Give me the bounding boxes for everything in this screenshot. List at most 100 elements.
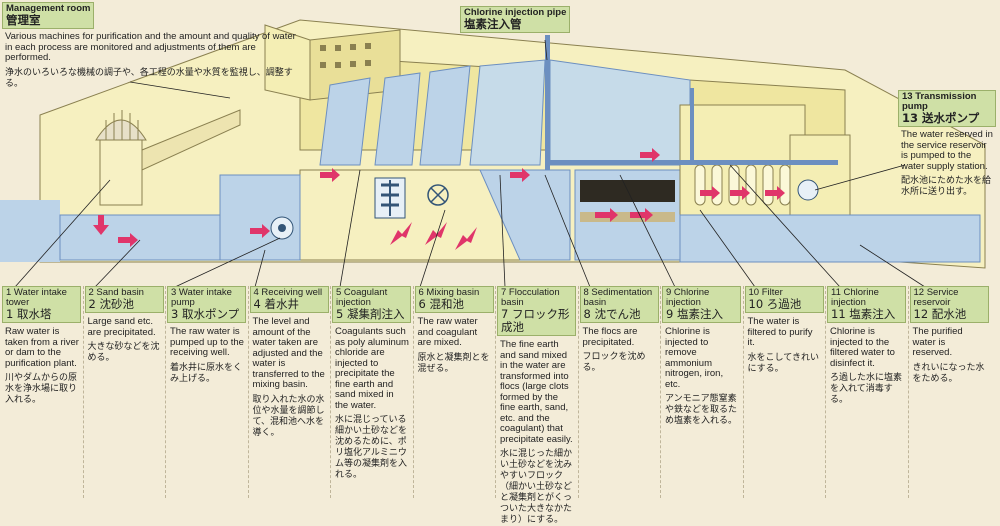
- basin-strip: [319, 77, 371, 166]
- step-desc-en: The flocs are precipitated.: [582, 326, 638, 348]
- basin-strip: [469, 59, 546, 166]
- step-title-jp: 4 着水井: [253, 297, 299, 311]
- transmission-title-en: 13 Transmission pump: [902, 91, 977, 112]
- step-title-en: 2 Sand basin: [88, 287, 144, 298]
- plant-illustration: [0, 19, 986, 288]
- management-title-jp: 管理室: [6, 13, 41, 27]
- step-desc-jp: ろ過した水に塩素を入れて消毒する。: [830, 373, 903, 405]
- chlorine-pipe-callout: Chlorine injection pipe 塩素注入管: [460, 6, 571, 33]
- basin-strip: [374, 72, 421, 166]
- step-title-en: 6 Mixing basin: [418, 287, 480, 298]
- step-desc-en: The water is filtered to purify it.: [747, 316, 813, 348]
- step-title-jp: 8 沈でん池: [583, 307, 641, 321]
- management-room-header: Management room 管理室: [2, 2, 95, 29]
- step-title-jp: 1 取水塔: [6, 307, 52, 321]
- transmission-title-jp: 13 送水ポンプ: [902, 111, 980, 125]
- step-desc-en: Chlorine is injected to the filtered wat…: [830, 326, 895, 369]
- step-divider: [742, 286, 745, 498]
- step-title-jp: 7 フロック形成池: [501, 307, 570, 334]
- intake-tower-dome: [95, 119, 147, 141]
- step-desc-en: The level and amount of the water taken …: [252, 316, 325, 390]
- flocculation-slope: [479, 169, 571, 261]
- step-title-jp: 9 塩素注入: [666, 307, 723, 321]
- step-desc-en: The raw water and coagulant are mixed.: [417, 316, 478, 348]
- step-title-en: 9 Chlorine injection: [666, 287, 710, 308]
- step-title-en: 7 Flocculation basin: [501, 287, 560, 308]
- intake-tower: [99, 134, 143, 206]
- step-desc-jp: きれいになった水をためる。: [912, 362, 985, 384]
- step-desc-jp: 水に混じっている細かい土砂などを沈めるために、ポリ塩化アルミニウム等の凝集剤を入…: [335, 415, 408, 480]
- step-title-en: 4 Receiving well: [253, 287, 323, 298]
- step-desc-en: Raw water is taken from a river or dam t…: [5, 326, 79, 369]
- management-title-en: Management room: [6, 3, 91, 14]
- step-divider: [577, 286, 580, 498]
- step-title-jp: 6 混和池: [418, 297, 464, 311]
- management-desc-jp: 浄水のいろいろな機械の調子や、各工程の水量や水質を監視し、調整する。: [5, 67, 293, 89]
- step-title-en: 5 Coagulant injection: [336, 287, 388, 308]
- step-title-jp: 2 沈砂池: [88, 297, 134, 311]
- leader-lines: [14, 39, 926, 288]
- pump-building: [789, 134, 851, 216]
- filter-bed: [580, 212, 675, 222]
- step-desc-jp: アンモニア態窒素や鉄などを取るため塩素を入れる。: [665, 394, 738, 426]
- step-desc-jp: 川やダムからの原水を浄水場に取り入れる。: [5, 373, 78, 405]
- step-title-en: 11 Chlorine injection: [831, 287, 879, 308]
- step-title-jp: 3 取水ポンプ: [171, 307, 240, 321]
- step-title-en: 8 Sedimentation basin: [583, 287, 653, 308]
- step-title-jp: 12 配水池: [913, 307, 967, 321]
- step-desc-en: Large sand etc. are precipitated.: [87, 316, 156, 338]
- step-title-jp: 11 塩素注入: [831, 307, 896, 321]
- river-water: [0, 200, 60, 262]
- step-desc-en: The purified water is reserved.: [912, 326, 963, 358]
- step-divider: [495, 286, 497, 498]
- step-desc-en: Chlorine is injected to remove ammonium …: [665, 326, 724, 390]
- management-desc-en: Various machines for purification and th…: [5, 31, 296, 63]
- service-reservoir: [679, 214, 981, 263]
- step-desc-jp: フロックを沈める。: [582, 352, 646, 373]
- step-divider: [165, 286, 167, 498]
- step-divider: [247, 286, 250, 498]
- chlorine-pipe-title-en: Chlorine injection pipe: [464, 7, 567, 18]
- step-desc-jp: 着水井に原水をくみ上げる。: [170, 362, 243, 384]
- step-divider: [82, 286, 85, 498]
- step-title-jp: 5 凝集剤注入: [336, 307, 405, 321]
- step-desc-jp: 水に混じった細かい土砂などを沈みやすいフロック（細かい土砂などと凝集剤とがくっつ…: [500, 449, 573, 525]
- transmission-desc-en: The water reserved in the service reserv…: [901, 129, 993, 172]
- step-desc-en: The fine earth and sand mixed in the wat…: [500, 339, 573, 445]
- flow-arrows: [93, 148, 785, 250]
- step-title-en: 10 Filter: [748, 287, 783, 298]
- chlorine-pipe-header: Chlorine injection pipe 塩素注入管: [460, 6, 571, 33]
- management-room-callout: Management room 管理室 Various machines for…: [2, 2, 302, 90]
- step-divider: [660, 286, 662, 498]
- transfer-pipe: [548, 160, 838, 165]
- step-title-en: 3 Water intake pump: [171, 287, 232, 308]
- transmission-pump-icon: [797, 179, 819, 201]
- step-desc-en: The raw water is pumped up to the receiv…: [170, 326, 244, 358]
- step-title-en: 1 Water intake tower: [6, 287, 67, 308]
- step-desc-en: Coagulants such as poly aluminum chlorid…: [335, 326, 409, 411]
- step-divider: [412, 286, 415, 498]
- basin-strip: [419, 65, 471, 166]
- step-desc-jp: 大きな砂などを沈める。: [87, 342, 160, 363]
- step-desc-jp: 取り入れた水の水位や水量を調節して、混和池へ水を導く。: [252, 394, 325, 438]
- transmission-desc-jp: 配水池にためた水を給水所に送り出す。: [901, 176, 992, 197]
- mixer-icon: [427, 184, 449, 206]
